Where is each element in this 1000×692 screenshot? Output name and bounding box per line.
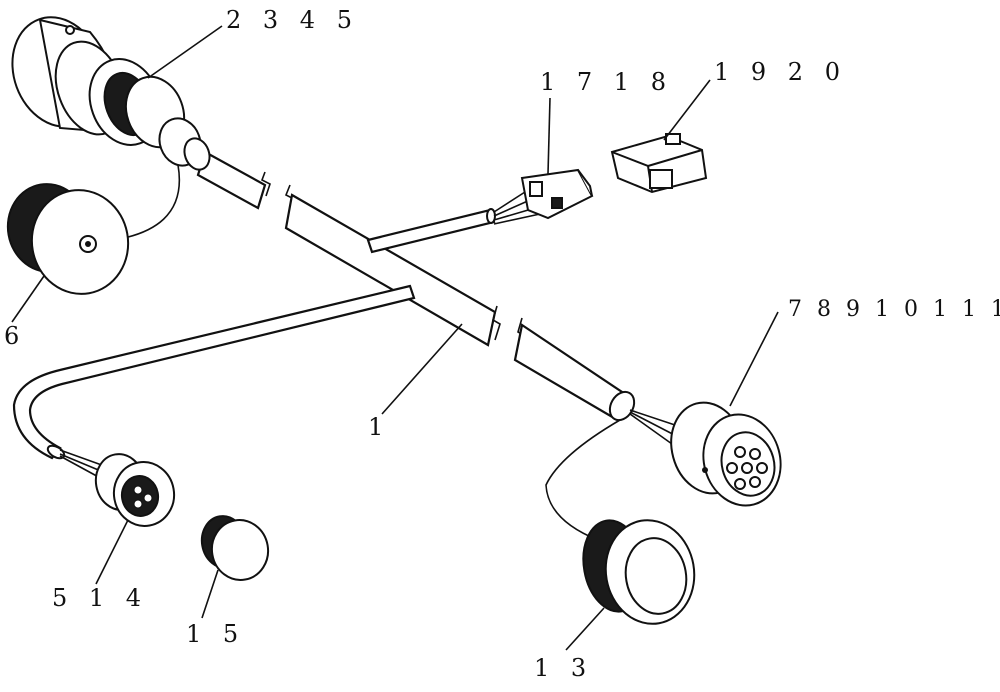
callout-6: 6	[4, 322, 26, 350]
callout-2-3-4-5: 2 3 4 5	[226, 6, 359, 34]
callout-1: 1	[368, 413, 390, 441]
dust-cap-15	[200, 515, 270, 581]
callout-15: 1 5	[186, 620, 245, 648]
connector-7-12	[629, 401, 782, 507]
main-harness-cable	[196, 150, 636, 422]
branch-cable-to-connector-17	[366, 191, 541, 254]
connector-17-18	[520, 168, 594, 220]
leader-lines	[11, 25, 779, 651]
connector-5-14	[94, 453, 176, 527]
branch-cable-to-connector-14	[12, 284, 416, 481]
connector-19-20	[610, 133, 708, 194]
callout-19-20: 1 9 2 0	[714, 58, 847, 86]
connector-large-top-left	[11, 16, 211, 171]
callout-13: 1 3	[534, 654, 593, 682]
callout-7-8-9-10-11-12: 7 8 9 1 0 1 1 1 2	[788, 297, 1000, 322]
callout-5-14: 5 1 4	[52, 584, 148, 612]
callout-17-18: 1 7 1 8	[540, 68, 673, 96]
tether-wire-cap-13	[545, 419, 621, 541]
dust-cap-6	[6, 183, 130, 295]
callout-labels: 1 2 3 4 5 6 1 7 1 8 1 9 2 0 7 8 9 1 0 1 …	[4, 6, 1000, 682]
dust-cap-13	[582, 519, 696, 625]
